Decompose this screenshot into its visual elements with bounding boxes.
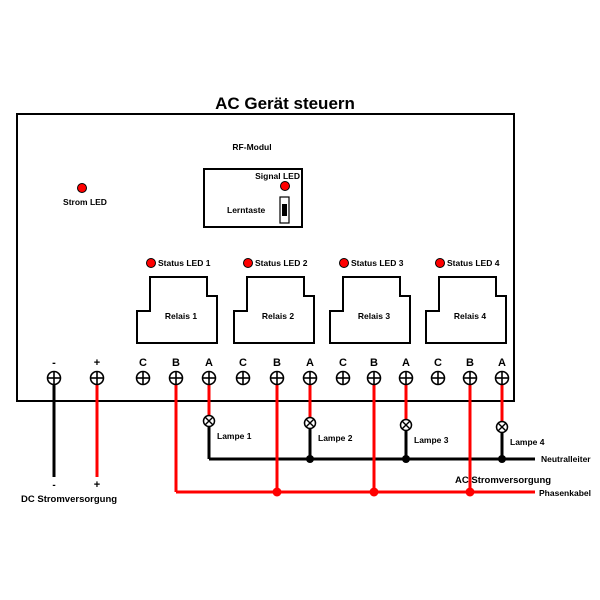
- status-led-label: Status LED 2: [255, 258, 308, 268]
- learn-button-label: Lerntaste: [227, 205, 266, 215]
- terminal-label: C: [434, 357, 442, 369]
- terminal-4[interactable]: B: [168, 357, 184, 386]
- terminal-6[interactable]: C: [235, 357, 251, 386]
- terminal-13[interactable]: B: [462, 357, 478, 386]
- relay-1: Status LED 1 Relais 1: [136, 258, 218, 344]
- terminal-10[interactable]: B: [366, 357, 382, 386]
- terminal-label: C: [239, 357, 247, 369]
- dc-minus-label: -: [52, 480, 55, 491]
- phase-junction: [465, 487, 475, 497]
- lamp-label: Lampe 4: [510, 437, 545, 447]
- terminal-1[interactable]: -: [46, 357, 62, 386]
- lamp-label: Lampe 1: [217, 431, 252, 441]
- status-led-4: [435, 258, 445, 268]
- lamp-3: Lampe 3: [399, 418, 449, 445]
- terminal-5[interactable]: A: [201, 357, 217, 386]
- dc-supply-label: DC Stromversorgung: [21, 494, 117, 505]
- terminal-label: B: [466, 357, 474, 369]
- diagram-title: AC Gerät steuern: [215, 94, 355, 113]
- terminal-label: -: [52, 357, 56, 369]
- terminal-12[interactable]: C: [430, 357, 446, 386]
- relay-label: Relais 3: [358, 311, 390, 321]
- phase-junction: [272, 487, 282, 497]
- relay-outline: [233, 276, 315, 344]
- terminal-2[interactable]: +: [89, 357, 105, 386]
- terminal-14[interactable]: A: [494, 357, 510, 386]
- terminal-label: B: [370, 357, 378, 369]
- status-led-label: Status LED 1: [158, 258, 211, 268]
- lamp-2: Lampe 2: [303, 416, 353, 443]
- signal-led-label: Signal LED: [255, 171, 300, 181]
- terminal-label: C: [139, 357, 147, 369]
- terminal-label: A: [402, 357, 410, 369]
- terminal-9[interactable]: C: [335, 357, 351, 386]
- terminal-8[interactable]: A: [302, 357, 318, 386]
- lamp-label: Lampe 3: [414, 435, 449, 445]
- relay-outline: [329, 276, 411, 344]
- status-led-3: [339, 258, 349, 268]
- relay-label: Relais 2: [262, 311, 294, 321]
- terminal-label: A: [306, 357, 314, 369]
- relay-outline: [425, 276, 507, 344]
- dc-plus-label: +: [94, 479, 100, 491]
- terminal-3[interactable]: C: [135, 357, 151, 386]
- neutral-label: Neutralleiter: [541, 454, 591, 464]
- phase-label: Phasenkabel: [539, 488, 591, 498]
- signal-led: [280, 181, 290, 191]
- controller-box: [16, 113, 515, 402]
- status-led-2: [243, 258, 253, 268]
- rf-module-label: RF-Modul: [232, 142, 271, 152]
- power-led-label: Strom LED: [63, 197, 107, 207]
- neutral-junction: [402, 455, 410, 463]
- relay-2: Status LED 2 Relais 2: [233, 258, 315, 344]
- status-led-label: Status LED 4: [447, 258, 500, 268]
- status-led-1: [146, 258, 156, 268]
- neutral-junction: [306, 455, 314, 463]
- neutral-junction: [498, 455, 506, 463]
- terminal-label: C: [339, 357, 347, 369]
- ac-supply-label: AC Stromversorgung: [455, 475, 551, 486]
- learn-button[interactable]: [279, 196, 290, 224]
- relay-outline: [136, 276, 218, 344]
- terminal-7[interactable]: B: [269, 357, 285, 386]
- terminal-label: +: [94, 357, 100, 369]
- relay-4: Status LED 4 Relais 4: [425, 258, 507, 344]
- terminal-label: B: [273, 357, 281, 369]
- relay-label: Relais 4: [454, 311, 486, 321]
- terminal-label: B: [172, 357, 180, 369]
- status-led-label: Status LED 3: [351, 258, 404, 268]
- terminal-label: A: [498, 357, 506, 369]
- lamp-1: Lampe 1: [202, 414, 252, 441]
- relay-3: Status LED 3 Relais 3: [329, 258, 411, 344]
- terminal-11[interactable]: A: [398, 357, 414, 386]
- terminal-label: A: [205, 357, 213, 369]
- relay-label: Relais 1: [165, 311, 197, 321]
- phase-junction: [369, 487, 379, 497]
- lamp-4: Lampe 4: [495, 420, 545, 447]
- lamp-label: Lampe 2: [318, 433, 353, 443]
- power-led: [77, 183, 87, 193]
